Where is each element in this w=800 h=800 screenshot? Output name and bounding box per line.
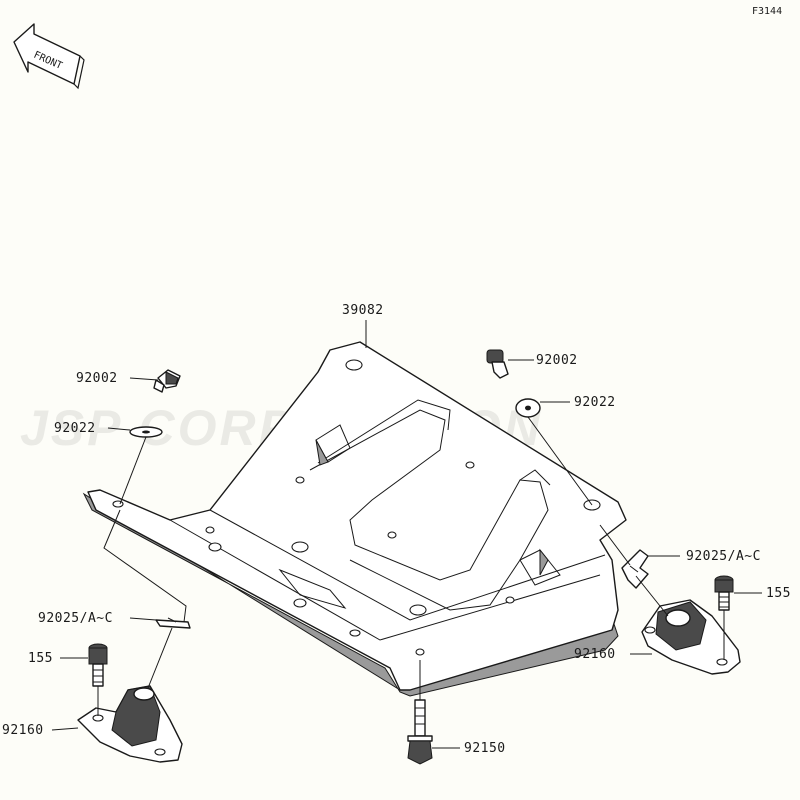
callout-92002-left: 92002 [76, 371, 118, 386]
bolt-92002-right [486, 349, 509, 379]
callout-92150: 92150 [464, 741, 506, 756]
mount-hole [345, 359, 363, 371]
figure-id: F3144 [752, 6, 782, 17]
skid-plate [82, 341, 627, 697]
front-arrow-icon: FRONT [13, 23, 85, 90]
callout-39082: 39082 [342, 303, 384, 318]
callout-92160-right: 92160 [574, 647, 616, 662]
callout-155-left: 155 [28, 651, 53, 666]
leader-lines [51, 320, 762, 749]
bolt-155-left [88, 643, 108, 687]
mount-92160-right [641, 599, 741, 675]
clip-92025-right [621, 549, 649, 589]
clip-92025-left [155, 617, 191, 629]
callout-92022-left: 92022 [54, 421, 96, 436]
callout-92022-right: 92022 [574, 395, 616, 410]
bolt-92150 [407, 699, 433, 765]
callout-155-right: 155 [766, 586, 791, 601]
callout-92002-right: 92002 [536, 353, 578, 368]
callout-92025-left: 92025/A~C [38, 611, 113, 626]
bolt-155-right [714, 575, 734, 611]
callout-92025-right: 92025/A~C [686, 549, 761, 564]
bolt-92002-left [153, 369, 181, 393]
callout-92160-left: 92160 [2, 723, 44, 738]
mount-92160-left [77, 685, 183, 763]
